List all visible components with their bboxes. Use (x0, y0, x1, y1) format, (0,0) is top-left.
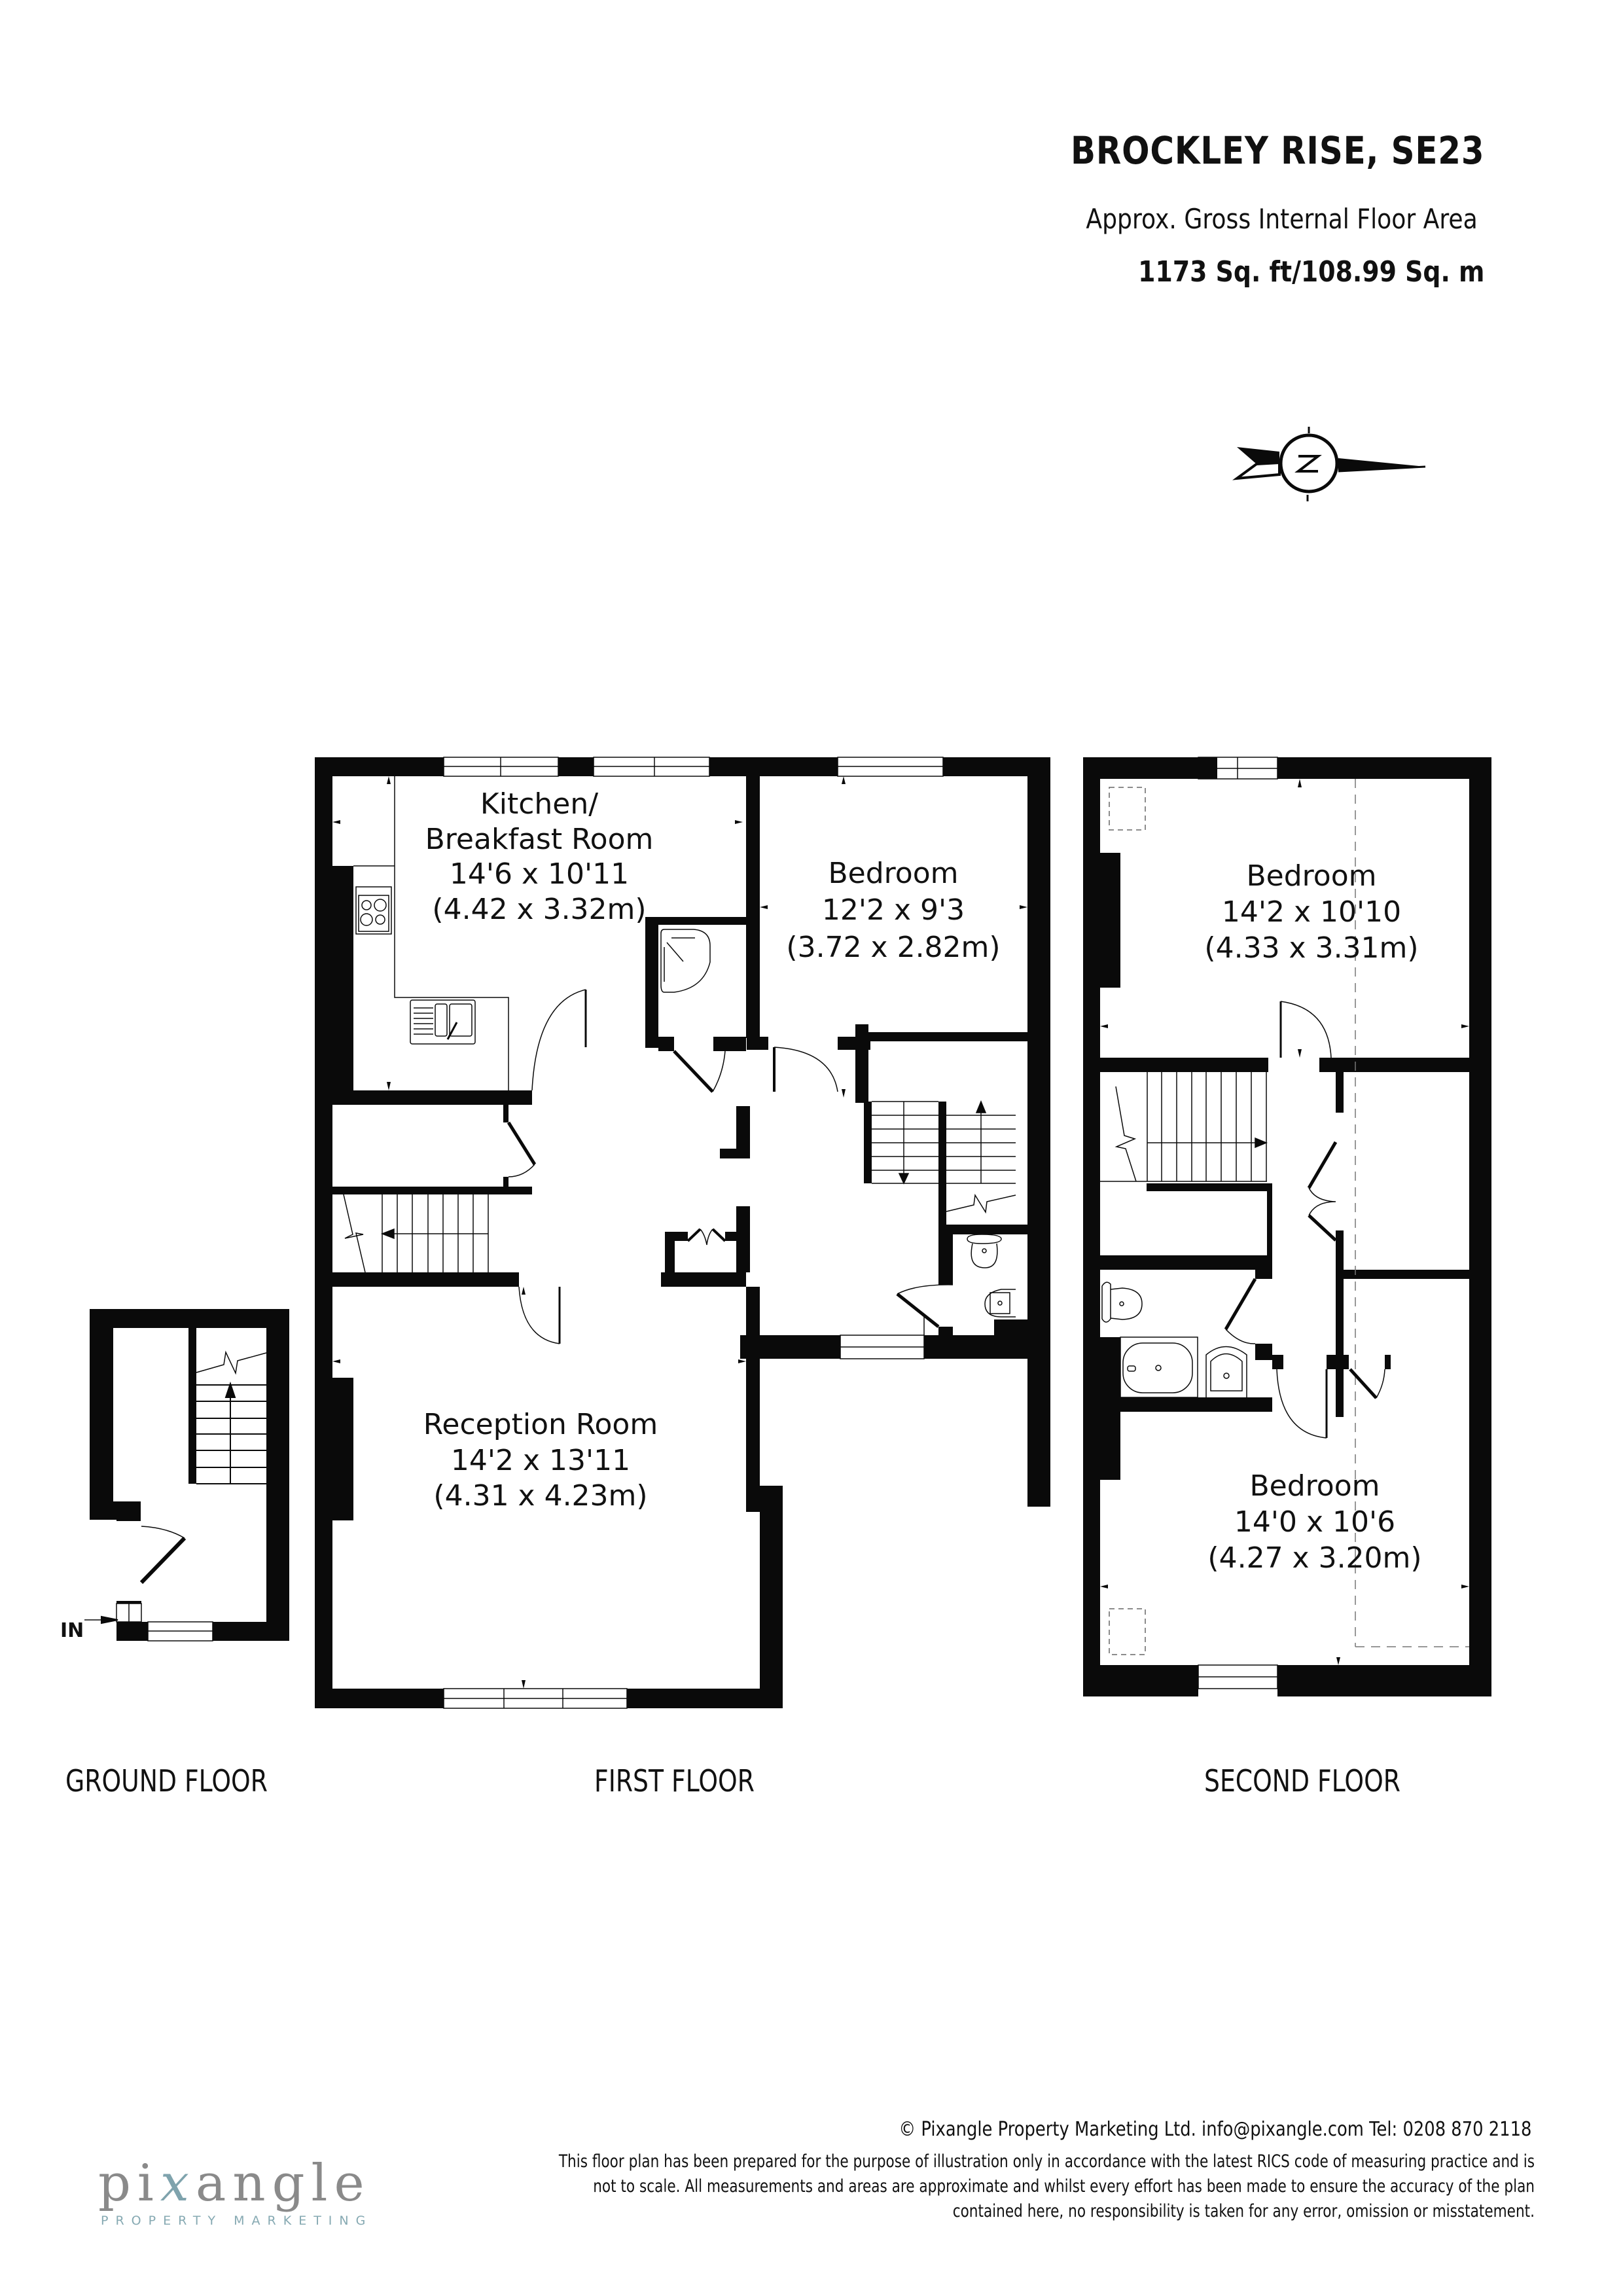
entrance-label: IN (60, 1619, 84, 1642)
room-dimensions-metric: (3.72 x 2.82m) (786, 931, 1000, 964)
logo-tagline: PROPERTY MARKETING (101, 2214, 373, 2228)
room-name: Bedroom (1246, 859, 1376, 893)
room-dimensions-imperial: 14'2 x 13'11 (451, 1444, 630, 1477)
logo-wordmark: pixangle (98, 2154, 371, 2213)
room-dimensions-imperial: 14'0 x 10'6 (1234, 1505, 1395, 1539)
room-dimensions-imperial: 12'2 x 9'3 (822, 893, 965, 927)
room-name: Breakfast Room (425, 823, 654, 856)
ground-floor-label: GROUND FLOOR (65, 1763, 268, 1799)
disclaimer-line: This floor plan has been prepared for th… (558, 2151, 1535, 2172)
room-name: Bedroom (1249, 1469, 1380, 1503)
first-floor-label: FIRST FLOOR (594, 1763, 755, 1799)
room-bedroom-first-floor: Bedroom 12'2 x 9'3 (3.72 x 2.82m) (786, 857, 1000, 964)
pixangle-logo: pixangle PROPERTY MARKETING (98, 2157, 372, 2228)
room-dimensions-metric: (4.31 x 4.23m) (433, 1479, 647, 1513)
copyright-contact: © Pixangle Property Marketing Ltd. info@… (898, 2118, 1531, 2141)
disclaimer-line: not to scale. All measurements and areas… (593, 2176, 1535, 2197)
room-dimensions-metric: (4.27 x 3.20m) (1207, 1541, 1421, 1575)
room-dimensions-imperial: 14'6 x 10'11 (450, 857, 629, 891)
property-title: BROCKLEY RISE, SE23 (1070, 128, 1484, 173)
room-dimensions-metric: (4.42 x 3.32m) (432, 893, 646, 926)
area-caption: Approx. Gross Internal Floor Area (1086, 203, 1478, 235)
room-dimensions-metric: (4.33 x 3.31m) (1204, 931, 1418, 965)
ground-floor-plan (90, 1309, 289, 1641)
room-bedroom-second-floor-front: Bedroom 14'2 x 10'10 (4.33 x 3.31m) (1204, 859, 1418, 965)
second-floor-details (1100, 757, 1469, 1689)
logo-x-mark: x (160, 2154, 196, 2213)
room-name: Reception Room (423, 1408, 658, 1441)
second-floor-walls (1083, 757, 1491, 1696)
first-floor-details (343, 757, 1016, 1709)
first-floor-walls (315, 757, 1050, 1708)
ground-floor-details (84, 1350, 267, 1641)
room-name: Bedroom (828, 857, 958, 890)
second-floor-label: SECOND FLOOR (1204, 1763, 1401, 1799)
floor-area-value: 1173 Sq. ft/108.99 Sq. m (1137, 255, 1484, 289)
compass-north-icon (1232, 427, 1426, 501)
room-name: Kitchen/ (480, 787, 598, 821)
room-dimensions-imperial: 14'2 x 10'10 (1222, 895, 1401, 929)
room-bedroom-second-floor-rear: Bedroom 14'0 x 10'6 (4.27 x 3.20m) (1207, 1469, 1421, 1575)
disclaimer-line: contained here, no responsibility is tak… (952, 2201, 1535, 2221)
dimension-arrows (332, 776, 1469, 1689)
room-kitchen: Kitchen/ Breakfast Room 14'6 x 10'11 (4.… (425, 787, 654, 926)
disclaimer: This floor plan has been prepared for th… (383, 2149, 1535, 2224)
room-reception: Reception Room 14'2 x 13'11 (4.31 x 4.23… (423, 1408, 658, 1513)
